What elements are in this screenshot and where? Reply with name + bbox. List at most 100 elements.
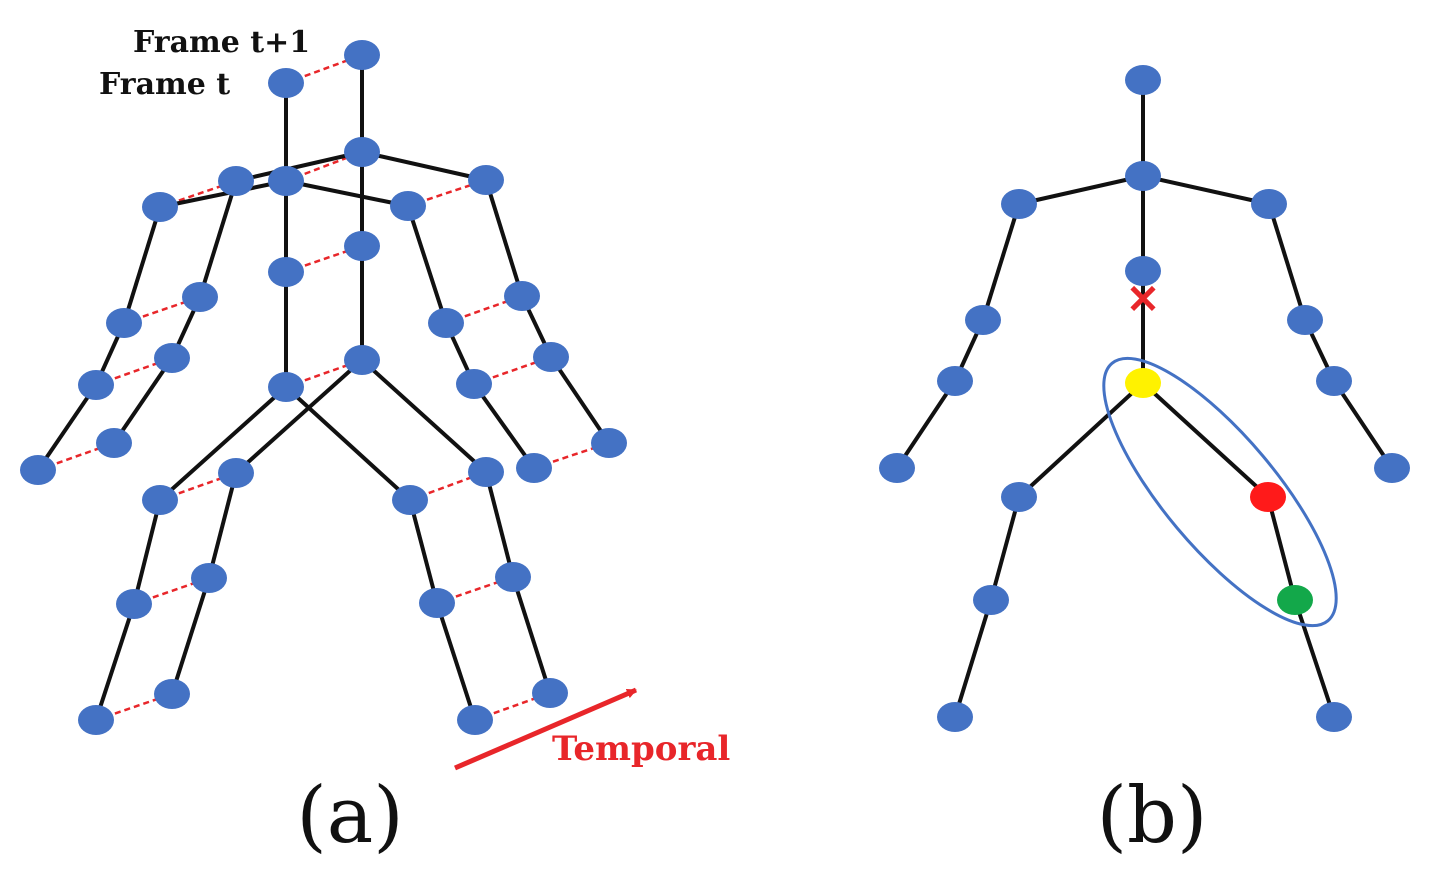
b-joint-rel: [1287, 305, 1323, 335]
b-bone-hip-rhip: [1141, 381, 1270, 499]
frame-t-bone-hip-lhip: [158, 385, 288, 502]
frame-t1-bone-lhip-lkn: [207, 472, 238, 579]
b-bone-rhip-rkn: [1266, 496, 1297, 601]
b-joint-lha: [879, 453, 915, 483]
b-joint-rha: [1374, 453, 1410, 483]
panel-a-label: (a): [296, 771, 403, 861]
b-bone-rsh-rel: [1267, 203, 1307, 321]
temporal-label: Temporal: [552, 729, 730, 769]
b-bone-rkn-ran: [1293, 599, 1336, 718]
frame-t-bone-rwr-rha: [472, 382, 536, 470]
frame-t1-bone-lwr-lha: [112, 356, 174, 445]
frame-t-joint-lhip: [142, 485, 178, 515]
frame-t-joint-lkn: [116, 589, 152, 619]
frame-t-joint-rsh: [390, 191, 426, 221]
frame-t-joint-lan: [78, 705, 114, 735]
frame-t-joint-lsh: [142, 192, 178, 222]
b-joint-lan: [937, 702, 973, 732]
frame-t1-joint-lwr: [154, 343, 190, 373]
frame-t-bone-rkn-ran: [435, 602, 477, 721]
b-joint-neck: [1125, 161, 1161, 191]
frame-t1-joint-head: [344, 40, 380, 70]
frame-t-joint-lha: [20, 455, 56, 485]
temporal-arrow: [454, 687, 637, 771]
frame-t1-bone-rsh-rel: [484, 179, 524, 297]
frame-t-bone-rhip-rkn: [408, 499, 439, 604]
frame-t-bone-hip-rhip: [284, 385, 412, 502]
frame-t1-joint-lkn: [191, 563, 227, 593]
removed-edge-mark: ✕: [1126, 276, 1160, 323]
frame-t1-joint-spine: [344, 231, 380, 261]
frame-t1-bone-rwr-rha: [549, 355, 611, 445]
frame-t1-joint-rha: [591, 428, 627, 458]
frame-t-joint-spine: [268, 257, 304, 287]
frame-t1-joint-ran: [532, 678, 568, 708]
panel-b-label: (b): [1097, 771, 1208, 861]
b-bone-lwr-lha: [895, 379, 957, 470]
frame-t1-bone-hip-lhip: [234, 358, 364, 475]
b-joint-lwr: [937, 366, 973, 396]
frame-t-joint-head: [268, 68, 304, 98]
b-bone-neck-rsh: [1142, 174, 1270, 206]
b-joint-rsh: [1251, 189, 1287, 219]
frame-t-joints: [20, 68, 552, 735]
frame-t1-joint-rsh: [468, 165, 504, 195]
b-bone-rwr-rha: [1332, 379, 1394, 470]
frame-t-joint-rkn: [419, 588, 455, 618]
frame-t1-joint-rhip: [468, 457, 504, 487]
frame-t-bone-lsh-lel: [122, 206, 162, 324]
frame-t1-joint-neck: [344, 137, 380, 167]
frame-t1-joint-rkn: [495, 562, 531, 592]
frame-t-bone-lkn-lan: [94, 603, 136, 721]
b-bone-hip-lhip: [1017, 381, 1145, 499]
frame-t-joint-rwr: [456, 369, 492, 399]
frame-t-joint-lel: [106, 308, 142, 338]
frame-next-label: Frame t+1: [133, 25, 310, 60]
frame-t-bones: [36, 83, 536, 721]
frame-t1-bone-rkn-ran: [511, 576, 552, 694]
frame-t1-joint-hip: [344, 345, 380, 375]
b-joint-lkn: [973, 585, 1009, 615]
b-joint-lhip: [1001, 482, 1037, 512]
frame-t1-bone-hip-rhip: [360, 358, 488, 474]
frame-t-bone-neck-lsh: [159, 179, 287, 209]
frame-t1-joint-lha: [96, 428, 132, 458]
b-joint-rhip: [1250, 482, 1286, 512]
panel-a-spatial-temporal-graph: Frame t+1 Frame t Temporal (a): [20, 25, 730, 861]
frame-t1-joint-lel: [182, 282, 218, 312]
frame-t-bone-neck-rsh: [285, 179, 409, 208]
frame-t-plus-1-joints: [96, 40, 627, 709]
frame-t1-bone-lkn-lan: [170, 577, 211, 695]
frame-t-joint-rhip: [392, 485, 428, 515]
frame-t-bone-lhip-lkn: [132, 499, 162, 605]
frame-t-joint-hip: [268, 372, 304, 402]
frame-t1-bone-rhip-rkn: [484, 471, 515, 578]
frame-t1-bone-lsh-lel: [198, 180, 238, 298]
frame-t-joint-ran: [457, 705, 493, 735]
frame-t1-bone-neck-rsh: [361, 150, 487, 182]
frame-t-joint-rha: [516, 453, 552, 483]
frame-t1-joint-lsh: [218, 166, 254, 196]
frame-t1-joint-rwr: [533, 342, 569, 372]
b-bone-lhip-lkn: [989, 496, 1021, 601]
frame-t1-bone-neck-lsh: [235, 150, 363, 183]
b-joint-spine: [1125, 256, 1161, 286]
b-joint-head: [1125, 65, 1161, 95]
frame-t-bone-rsh-rel: [406, 205, 448, 324]
b-joint-lel: [965, 305, 1001, 335]
frame-t-joint-lwr: [78, 370, 114, 400]
frame-current-label: Frame t: [99, 67, 230, 102]
b-bone-lkn-lan: [953, 599, 993, 718]
b-joint-ran: [1316, 702, 1352, 732]
temporal-edges: [37, 53, 610, 722]
neighbor-group-ellipse: [1102, 356, 1338, 628]
panel-b-partitioned-graph: ✕ (b): [879, 65, 1410, 861]
b-joint-lsh: [1001, 189, 1037, 219]
b-joint-rkn: [1277, 585, 1313, 615]
frame-t-joint-rel: [428, 308, 464, 338]
frame-t1-joint-lan: [154, 679, 190, 709]
panel-b-joints: [879, 65, 1410, 732]
frame-t-joint-neck: [268, 166, 304, 196]
